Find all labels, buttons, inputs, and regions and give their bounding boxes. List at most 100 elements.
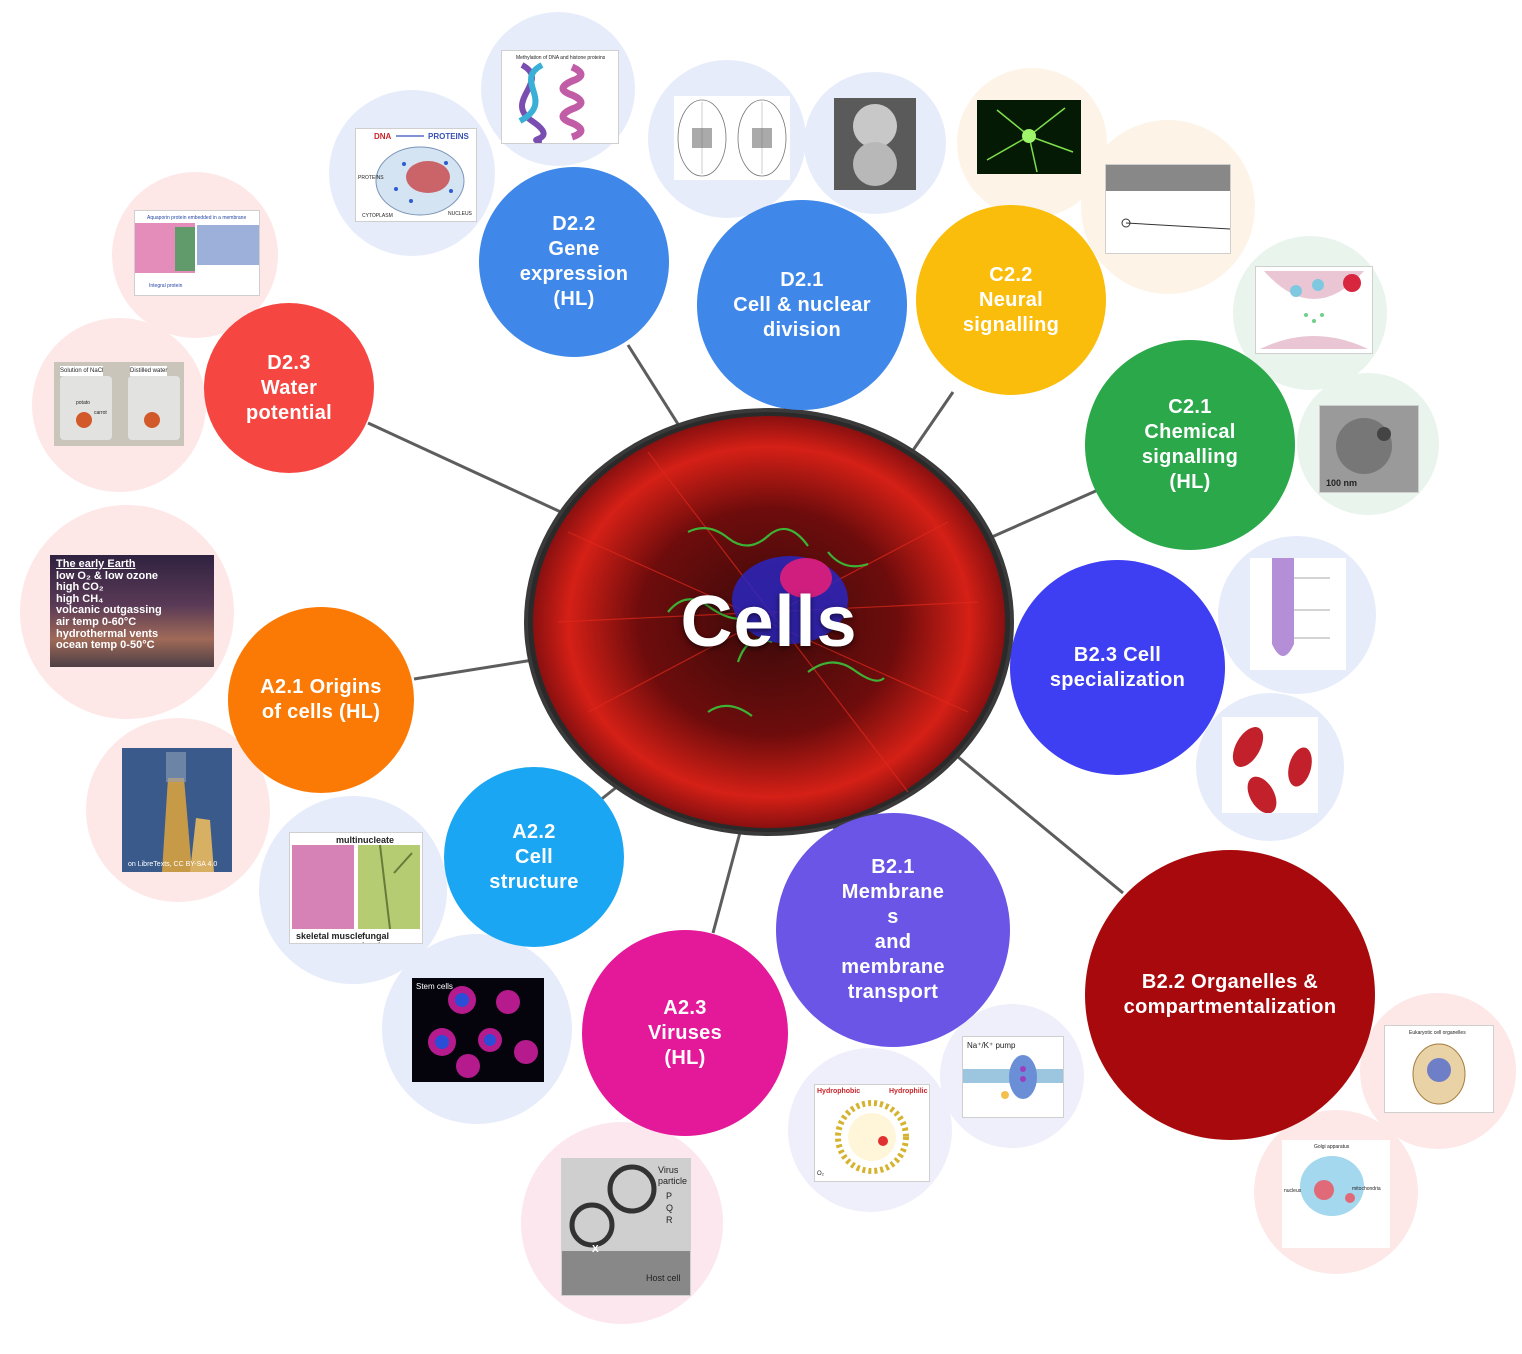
early-earth-line-5: air temp 0-60°C [56, 615, 137, 628]
topic-c2-1-label: C2.1 Chemical signalling (HL) [1141, 396, 1239, 493]
compartments-image: Golgi apparatus nucleus mitochondria [1282, 1140, 1390, 1248]
topic-d2-1-cell-nuclear-division[interactable]: D2.1 Cell & nuclear division [697, 200, 907, 410]
topic-c2-2-label: C2.2 Neural signalling [962, 263, 1060, 336]
thumb-bubble-root-tip [1218, 536, 1376, 694]
connector-a23 [711, 824, 744, 934]
topic-a2-3-label: A2.3 Viruses (HL) [647, 996, 722, 1069]
connector-a21 [413, 658, 534, 681]
fungal-hyphae-label: fungal hyphae [362, 931, 394, 943]
distilled-water-label: Distilled water [130, 366, 168, 376]
topic-a2-2-label: A2.2 Cell structure [489, 820, 579, 893]
virus-em-image: Virus particle P Q R X Host cell [561, 1158, 691, 1296]
liposome-image: Hydrophobic Hydrophilic O₂ [814, 1084, 930, 1182]
early-earth-line-7: ocean temp 0-50°C [56, 639, 155, 652]
topic-d2-2-label: D2.2 Gene expression (HL) [519, 213, 629, 310]
virus-label: Virus [658, 1165, 679, 1175]
stem-cells-image: Stem cells [412, 978, 544, 1082]
topic-a2-1-origins-of-cells[interactable]: A2.1 Origins of cells (HL) [228, 607, 414, 793]
topic-a2-1-label: A2.1 Origins of cells (HL) [260, 676, 382, 723]
dna-proteins-image: DNA PROTEINS PROTEINS CYTOPLASM NUCLEUS [355, 128, 477, 222]
multinucleate-title: multinucleate [336, 835, 395, 845]
mitochondria-label: mitochondria [1352, 1186, 1381, 1192]
hydrophobic-label: Hydrophobic [817, 1088, 861, 1095]
thumb-bubble-mitosis [648, 60, 806, 218]
topic-b2-1-label: B2.1 Membrane s and membrane transport [841, 856, 945, 1003]
nucleus-label: nucleus [1284, 1188, 1302, 1194]
sodium-pump-image: Na⁺/K⁺ pump [962, 1036, 1064, 1118]
methylation-image: Methylation of DNA and histone proteins [501, 50, 619, 144]
topic-a2-3-viruses[interactable]: A2.3 Viruses (HL) [582, 930, 788, 1136]
oxygen-label: O₂ [817, 1171, 824, 1177]
thumb-bubble-cell-division [804, 72, 946, 214]
topic-b2-2-organelles[interactable]: B2.2 Organelles & compartmentalization [1085, 850, 1375, 1140]
thumb-bubble-beakers: Solution of NaCl Distilled water potato … [32, 318, 206, 492]
thumb-bubble-neuron-em [1081, 120, 1255, 294]
stem-cells-title: Stem cells [416, 982, 453, 991]
cell-micrograph [533, 416, 1005, 828]
organelles-image: Eukaryotic cell organelles [1384, 1025, 1494, 1113]
early-earth-line-2: high CO₂ [56, 581, 104, 594]
thumb-bubble-vents: on LibreTexts, CC BY-SA 4.0 [86, 718, 270, 902]
aquaporin-image: Aquaporin protein embedded in a membrane… [134, 210, 260, 296]
methylation-title: Methylation of DNA and histone proteins [516, 55, 606, 61]
carrot-label: carrot [94, 410, 107, 416]
neuron-diagram-image [1105, 164, 1231, 254]
skeletal-muscle-label: skeletal muscle [296, 931, 363, 941]
multinucleate-image: multinucleate skeletal muscle fungal hyp… [289, 832, 423, 944]
thumb-bubble-pump: Na⁺/K⁺ pump [940, 1004, 1084, 1148]
hub-title: Cells [680, 582, 858, 662]
early-earth-line-6: hydrothermal vents [56, 627, 159, 640]
proteins-label: PROTEINS [428, 132, 470, 141]
root-tip-image [1250, 558, 1346, 670]
topic-d2-1-label: D2.1 Cell & nuclear division [733, 268, 871, 341]
hydrophilic-label: Hydrophilic [889, 1088, 928, 1095]
early-earth-text: The early Earth low O₂ & low ozone high … [56, 558, 162, 652]
hydrothermal-vent-image: on LibreTexts, CC BY-SA 4.0 [122, 748, 232, 872]
thumb-bubble-organelles: Eukaryotic cell organelles [1360, 993, 1516, 1149]
early-earth-heading: The early Earth [56, 558, 136, 570]
thumb-bubble-aquaporin: Aquaporin protein embedded in a membrane… [112, 172, 278, 338]
topic-b2-1-membranes[interactable]: B2.1 Membrane s and membrane transport [776, 813, 1010, 1047]
cleavage-image [834, 98, 916, 190]
x-label: X [592, 1244, 599, 1255]
synapse-diagram-image [1255, 266, 1373, 354]
organelles-title: Eukaryotic cell organelles [1409, 1030, 1466, 1036]
early-earth-line-1: low O₂ & low ozone [56, 569, 159, 582]
topic-d2-3-water-potential[interactable]: D2.3 Water potential [204, 303, 374, 473]
scale-bar-label: 100 nm [1326, 478, 1358, 488]
hub-cells[interactable]: Cells [528, 412, 1010, 832]
thumb-bubble-stem-cells: Stem cells [382, 934, 572, 1124]
thumb-bubble-muscle: multinucleate skeletal muscle fungal hyp… [259, 796, 447, 984]
topic-b2-3-cell-specialization[interactable]: B2.3 Cell specialization [1010, 560, 1225, 775]
integral-protein-label: Integral protein [149, 283, 183, 289]
dna-helix-graphic [518, 62, 585, 143]
nacl-label: Solution of NaCl [60, 366, 104, 376]
topic-c2-2-neural-signalling[interactable]: C2.2 Neural signalling [916, 205, 1106, 395]
connector-d23 [367, 421, 564, 515]
p-label: P [666, 1191, 673, 1201]
cytoplasm-caption: CYTOPLASM [362, 213, 393, 219]
aquaporin-title: Aquaporin protein embedded in a membrane [147, 215, 247, 221]
connector-d22 [626, 344, 685, 433]
red-blood-cells-image [1222, 717, 1318, 813]
connector-c21 [984, 488, 1099, 542]
thumb-bubble-dna-proteins: DNA PROTEINS PROTEINS CYTOPLASM NUCLEUS [329, 90, 495, 256]
topic-d2-2-gene-expression[interactable]: D2.2 Gene expression (HL) [479, 167, 669, 357]
synapse-em-image: 100 nm [1319, 405, 1419, 493]
thumb-bubble-golgi: Golgi apparatus nucleus mitochondria [1254, 1110, 1418, 1274]
thumb-bubble-micelle: Hydrophobic Hydrophilic O₂ [788, 1048, 952, 1212]
thumb-bubble-synapse [1233, 236, 1387, 390]
topic-c2-1-chemical-signalling[interactable]: C2.1 Chemical signalling (HL) [1085, 340, 1295, 550]
topic-b2-2-label: B2.2 Organelles & compartmentalization [1123, 971, 1337, 1018]
vent-credit: on LibreTexts, CC BY-SA 4.0 [128, 861, 218, 868]
osmosis-beakers-image: Solution of NaCl Distilled water potato … [54, 362, 184, 446]
neuron-fluorescence-image [977, 100, 1081, 174]
topic-b2-3-label: B2.3 Cell specialization [1049, 643, 1186, 691]
topic-a2-2-cell-structure[interactable]: A2.2 Cell structure [444, 767, 624, 947]
dna-label: DNA [374, 132, 392, 141]
potato-label: potato [76, 400, 90, 406]
early-earth-line-4: volcanic outgassing [56, 604, 162, 617]
connector-b22 [951, 750, 1124, 895]
